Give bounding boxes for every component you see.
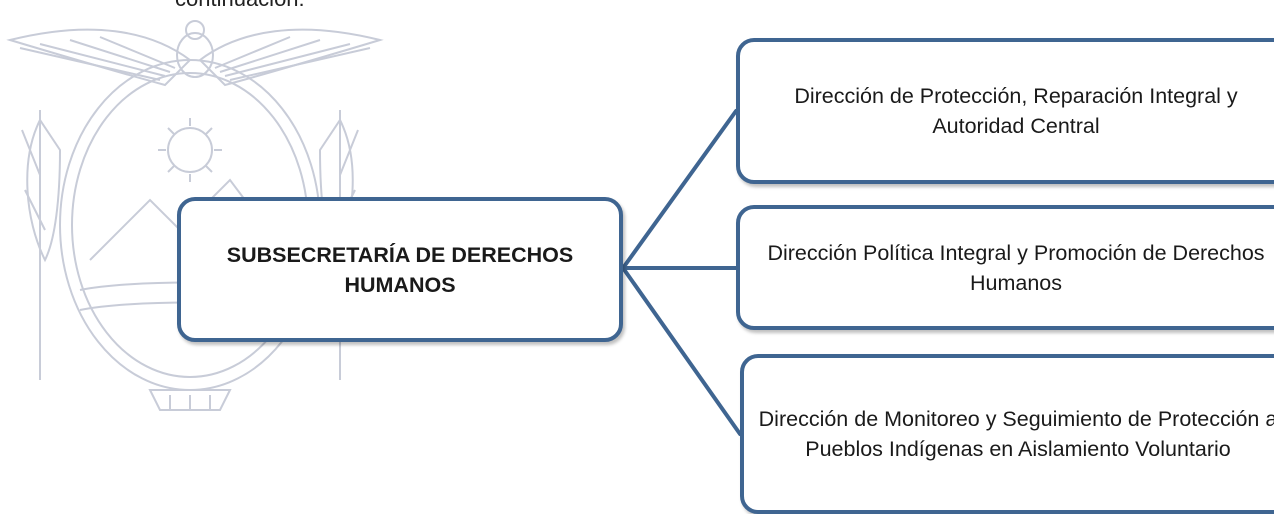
child-node-label: Dirección de Monitoreo y Seguimiento de …	[758, 407, 1274, 461]
child-node-proteccion-reparacion: Dirección de Protección, Reparación Inte…	[736, 38, 1274, 184]
top-text-fragment: continuación:	[175, 0, 305, 12]
child-node-politica-integral: Dirección Política Integral y Promoción …	[736, 205, 1274, 330]
diagram-connectors	[621, 109, 742, 436]
child-node-label: Dirección de Protección, Reparación Inte…	[794, 84, 1238, 138]
child-node-monitoreo-seguimiento: Dirección de Monitoreo y Seguimiento de …	[740, 354, 1274, 514]
root-node-subsecretaria: SUBSECRETARÍA DE DERECHOS HUMANOS	[177, 197, 623, 342]
connector-line-1	[621, 109, 738, 270]
root-node-label: SUBSECRETARÍA DE DERECHOS HUMANOS	[226, 242, 574, 297]
child-node-label: Dirección Política Integral y Promoción …	[767, 240, 1265, 295]
connector-line-3	[621, 266, 742, 436]
